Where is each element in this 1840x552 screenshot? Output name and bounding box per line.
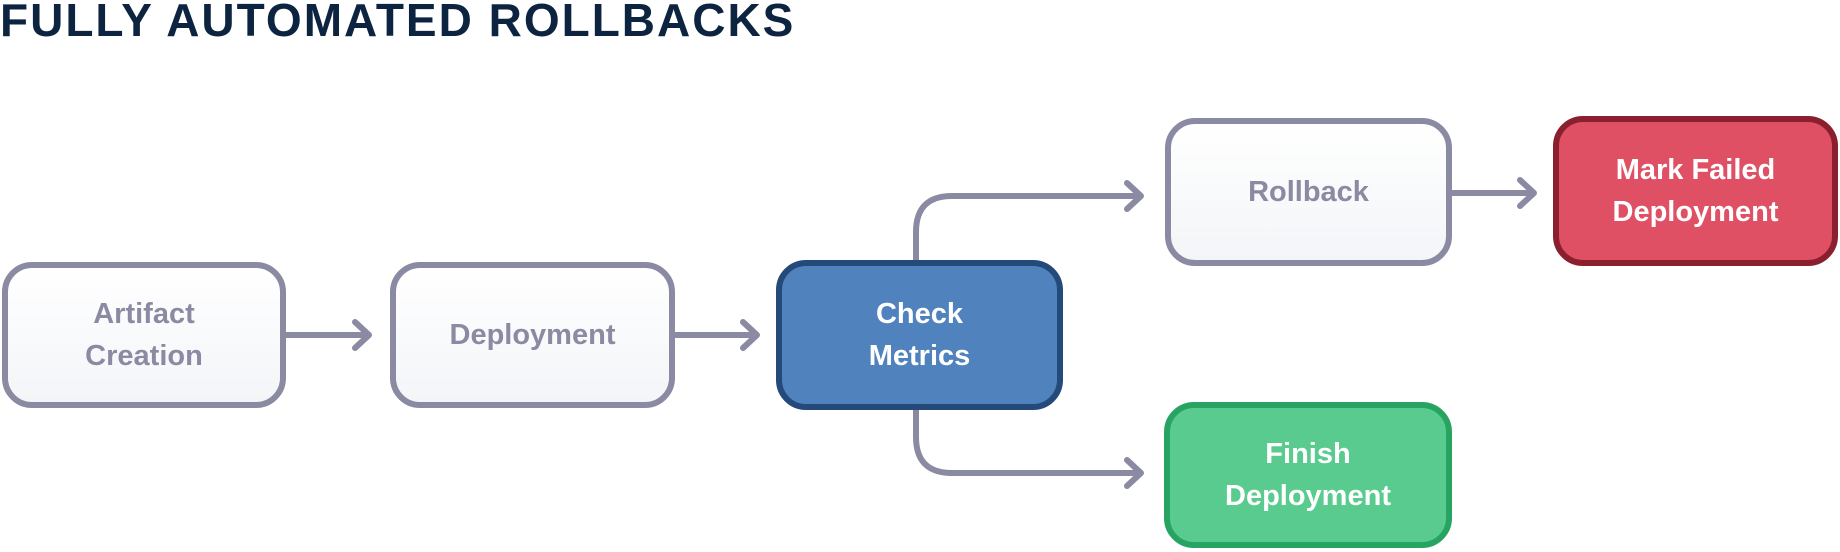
arrowhead-icon bbox=[1124, 457, 1144, 489]
diagram-title: FULLY AUTOMATED ROLLBACKS bbox=[0, 0, 796, 46]
edge-artifact-to-deployment bbox=[283, 319, 372, 351]
node-label: Rollback bbox=[1248, 176, 1369, 208]
node-finish-deployment: Finish Deployment bbox=[1164, 402, 1452, 548]
node-deployment: Deployment bbox=[390, 262, 675, 408]
node-mark-failed-deployment: Mark Failed Deployment bbox=[1553, 116, 1838, 266]
arrowhead-icon bbox=[740, 319, 760, 351]
node-check-metrics: Check Metrics bbox=[776, 260, 1063, 410]
edge-rollback-to-mark-failed bbox=[1449, 177, 1537, 209]
node-artifact-creation: Artifact Creation bbox=[2, 262, 286, 408]
arrowhead-icon bbox=[1124, 180, 1144, 212]
node-label: Mark Failed Deployment bbox=[1612, 154, 1779, 228]
edge-check-metrics-to-rollback bbox=[913, 180, 1144, 263]
connector-line bbox=[913, 407, 1143, 476]
node-label: Check Metrics bbox=[868, 298, 971, 372]
arrowhead-icon bbox=[1517, 177, 1537, 209]
node-label: Finish Deployment bbox=[1225, 438, 1391, 512]
node-label: Deployment bbox=[449, 319, 616, 351]
edge-check-metrics-to-finish bbox=[913, 407, 1144, 489]
edge-deployment-to-check-metrics bbox=[672, 319, 760, 351]
node-label: Artifact Creation bbox=[85, 298, 203, 372]
arrowhead-icon bbox=[352, 319, 372, 351]
node-rollback: Rollback bbox=[1165, 118, 1452, 266]
connector-line bbox=[913, 193, 1143, 263]
